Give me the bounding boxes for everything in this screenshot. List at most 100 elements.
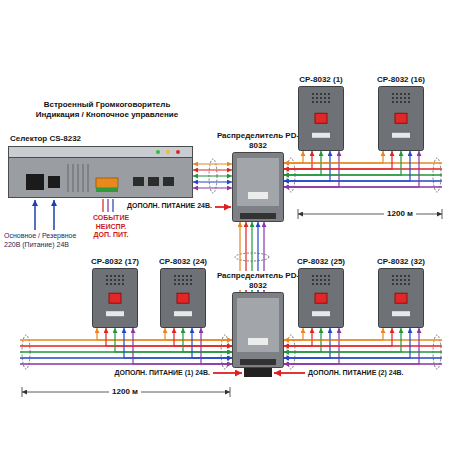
wire <box>284 328 312 346</box>
call-button <box>177 293 189 303</box>
wire <box>284 151 303 163</box>
power-feed-label: ДОПОЛН. ПИТАНИЕ (1) 24В. <box>114 369 210 378</box>
power-arrow <box>34 200 36 230</box>
speaker-grille <box>320 97 322 99</box>
speaker-grille <box>400 279 402 281</box>
speaker-grille <box>316 101 318 103</box>
speaker-grille <box>190 283 192 285</box>
speaker-grille <box>396 97 398 99</box>
speaker-grille <box>392 275 394 277</box>
speaker-grille <box>190 279 192 281</box>
call-button <box>395 293 407 303</box>
dimension-label: 1200 м <box>109 387 141 397</box>
device-heading: CP-8032 (17) <box>91 257 139 267</box>
call-panel: CP-8032 (1) <box>298 86 344 151</box>
speaker-grille <box>320 279 322 281</box>
wire <box>201 328 232 364</box>
call-panel: CP-8032 (25) <box>298 268 344 328</box>
vent-slot <box>82 164 84 192</box>
cable-bundle <box>165 328 232 364</box>
dimension-line <box>298 214 442 215</box>
power-socket <box>48 176 60 188</box>
info-sticker <box>392 311 410 316</box>
selector-art <box>8 146 193 198</box>
device-heading: CP-8032 (32) <box>377 257 425 267</box>
speaker-grille <box>396 283 398 285</box>
indicator-led <box>156 150 160 154</box>
device-heading: CP-8032 (25) <box>297 257 345 267</box>
front-panel <box>237 298 279 352</box>
speaker-grille <box>312 283 314 285</box>
speaker-grille <box>114 279 116 281</box>
connector <box>183 328 232 352</box>
panel-body <box>299 87 344 151</box>
speaker-grille <box>404 101 406 103</box>
vent-slot <box>77 164 79 192</box>
speaker-grille <box>392 97 394 99</box>
speaker-grille <box>324 97 326 99</box>
wire <box>284 151 410 181</box>
speaker-grille <box>392 93 394 95</box>
wire <box>284 328 392 346</box>
cp-art <box>92 268 138 328</box>
call-panel: CP-8032 (32) <box>378 268 424 328</box>
speaker-grille <box>312 93 314 95</box>
power-socket <box>26 174 44 190</box>
power-feed-arrow <box>274 372 305 374</box>
speaker-grille <box>122 275 124 277</box>
speaker-grille <box>396 101 398 103</box>
distributor-box: Распределитель PD-8032 <box>232 152 284 222</box>
speaker-grille <box>408 93 410 95</box>
wire <box>193 169 232 170</box>
wire <box>284 328 419 364</box>
wire <box>193 181 232 182</box>
speaker-grille <box>320 93 322 95</box>
signal-wire <box>112 199 113 212</box>
power-feed-label: ДОПОЛН. ПИТАНИЕ (2) 24В. <box>308 369 404 378</box>
speaker-grille <box>320 275 322 277</box>
speaker-grille <box>312 97 314 99</box>
vent-slot <box>87 164 89 192</box>
info-sticker <box>174 311 192 316</box>
speaker-grille <box>328 93 330 95</box>
speaker-grille <box>110 275 112 277</box>
speaker-grille <box>324 101 326 103</box>
panel-body <box>161 269 206 328</box>
call-panel: CP-8032 (16) <box>378 86 424 151</box>
network-port <box>163 177 174 186</box>
speaker-grille <box>328 275 330 277</box>
speaker-grille <box>400 101 402 103</box>
dist-art <box>232 152 284 222</box>
device-body <box>233 153 284 222</box>
wire <box>284 151 330 181</box>
speaker-grille <box>106 279 108 281</box>
speaker-grille <box>186 279 188 281</box>
cp-art <box>160 268 206 328</box>
dimension-tick <box>298 209 299 219</box>
mount-bar <box>240 213 276 219</box>
info-sticker <box>106 311 124 316</box>
speaker-grille <box>174 275 176 277</box>
distributor-box: Распределитель PD-8032 <box>232 292 284 368</box>
speaker-grille <box>190 275 192 277</box>
speaker-grille <box>110 279 112 281</box>
dimension-tick <box>22 387 23 397</box>
speaker-grille <box>404 279 406 281</box>
speaker-grille <box>316 93 318 95</box>
connector <box>193 175 232 176</box>
speaker-grille <box>328 97 330 99</box>
wire <box>124 328 232 358</box>
speaker-grille <box>324 279 326 281</box>
speaker-grille <box>316 97 318 99</box>
speaker-grille <box>312 275 314 277</box>
device-heading: CP-8032 (1) <box>299 75 343 85</box>
speaker-grille <box>182 275 184 277</box>
speaker-grille <box>186 283 188 285</box>
panel-body <box>299 269 344 328</box>
wire <box>284 151 312 169</box>
speaker-grille <box>114 275 116 277</box>
speaker-grille <box>404 97 406 99</box>
front-strip <box>9 147 193 158</box>
cp-art <box>298 268 344 328</box>
